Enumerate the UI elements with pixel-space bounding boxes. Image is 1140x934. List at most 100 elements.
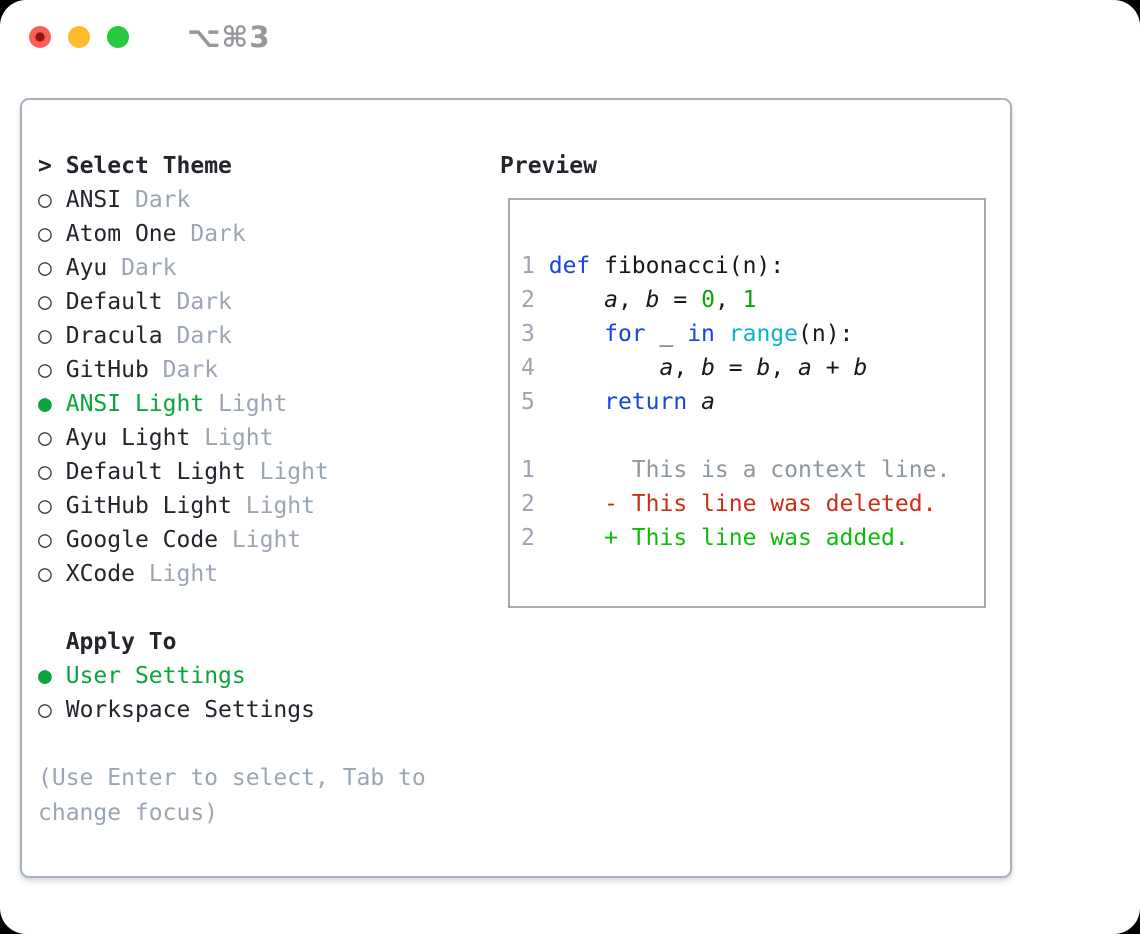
apply-option-label: User Settings xyxy=(65,663,246,689)
diff-line-ctx: 1 This is a context line. xyxy=(521,453,950,487)
diff-text: This is a context line. xyxy=(548,457,951,483)
line-number: 1 xyxy=(521,457,535,483)
zoom-button[interactable] xyxy=(107,26,129,48)
radio-icon: ○ xyxy=(38,187,52,213)
radio-icon: ○ xyxy=(38,357,52,383)
code-line-2: 2 a, b = 0, 1 xyxy=(521,283,950,317)
code-token xyxy=(549,389,604,415)
radio-icon: ○ xyxy=(38,323,52,349)
theme-option-xcode[interactable]: ○ XCode Light xyxy=(38,557,458,591)
code-token: , xyxy=(714,287,743,313)
code-token: b xyxy=(756,355,771,381)
apply-to-title: Apply To xyxy=(65,629,177,655)
theme-name: ANSI xyxy=(65,187,122,213)
theme-picker-app: > Select Theme ○ ANSI Dark○ Atom One Dar… xyxy=(20,98,1012,878)
theme-option-ansi-light[interactable]: ● ANSI Light Light xyxy=(38,387,458,421)
radio-icon: ○ xyxy=(38,255,52,281)
theme-option-ayu[interactable]: ○ Ayu Dark xyxy=(38,251,458,285)
diff-text: - This line was deleted. xyxy=(548,491,937,517)
select-theme-header: > Select Theme xyxy=(38,149,458,183)
diff-text: + This line was added. xyxy=(548,525,909,551)
diff-line-del: 2 - This line was deleted. xyxy=(521,487,950,521)
code-token: , xyxy=(673,355,702,381)
theme-name: Atom One xyxy=(65,221,177,247)
theme-variant-tag: Dark xyxy=(134,187,191,213)
code-token: (n): xyxy=(798,321,854,347)
minimize-button[interactable] xyxy=(68,26,90,48)
code-token xyxy=(549,287,604,313)
apply-option-user-settings[interactable]: ● User Settings xyxy=(38,659,458,693)
theme-option-atom-one[interactable]: ○ Atom One Dark xyxy=(38,217,458,251)
theme-option-default-light[interactable]: ○ Default Light Light xyxy=(38,455,458,489)
radio-icon: ○ xyxy=(38,425,52,451)
theme-variant-tag: Dark xyxy=(176,323,232,349)
apply-option-workspace-settings[interactable]: ○ Workspace Settings xyxy=(38,693,458,727)
theme-option-github[interactable]: ○ GitHub Dark xyxy=(38,353,458,387)
theme-name: Google Code xyxy=(65,527,219,553)
theme-variant-tag: Light xyxy=(218,391,288,417)
theme-variant-tag: Dark xyxy=(190,221,246,247)
code-token xyxy=(549,355,660,381)
code-token: for xyxy=(604,321,646,347)
code-token xyxy=(687,389,701,415)
theme-name: ANSI Light xyxy=(65,391,205,417)
selected-radio-icon: ● xyxy=(38,663,52,689)
theme-option-github-light[interactable]: ○ GitHub Light Light xyxy=(38,489,458,523)
close-button[interactable] xyxy=(29,26,51,48)
code-token: a xyxy=(659,355,674,381)
theme-name: GitHub xyxy=(65,357,149,383)
code-token: 0 xyxy=(701,287,715,313)
theme-name: GitHub Light xyxy=(65,493,232,519)
theme-option-google-code[interactable]: ○ Google Code Light xyxy=(38,523,458,557)
code-line-1: 1 def fibonacci(n): xyxy=(521,249,950,283)
line-number: 3 xyxy=(521,321,535,347)
code-line-4: 4 a, b = b, a + b xyxy=(521,351,950,385)
theme-variant-tag: Dark xyxy=(176,289,232,315)
select-theme-title: Select Theme xyxy=(65,153,232,179)
help-text: (Use Enter to select, Tab to change focu… xyxy=(38,765,426,826)
spacer xyxy=(521,419,950,453)
code-line-5: 5 return a xyxy=(521,385,950,419)
radio-icon: ○ xyxy=(38,493,52,519)
radio-icon: ○ xyxy=(38,289,52,315)
code-token: fibonacci(n): xyxy=(590,253,785,279)
theme-variant-tag: Light xyxy=(245,493,315,519)
code-token: b xyxy=(853,355,868,381)
radio-icon: ○ xyxy=(38,697,52,723)
radio-icon: ○ xyxy=(38,459,52,485)
preview-title: Preview xyxy=(500,153,597,179)
theme-option-dracula[interactable]: ○ Dracula Dark xyxy=(38,319,458,353)
apply-to-list: ● User Settings○ Workspace Settings xyxy=(38,659,458,727)
left-column: > Select Theme ○ ANSI Dark○ Atom One Dar… xyxy=(38,149,458,830)
theme-name: Ayu xyxy=(65,255,108,281)
code-token: in xyxy=(687,321,715,347)
apply-option-label: Workspace Settings xyxy=(65,697,315,723)
theme-name: Ayu Light xyxy=(65,425,191,451)
code-token: 1 xyxy=(742,287,757,313)
theme-variant-tag: Light xyxy=(259,459,329,485)
theme-name: Default Light xyxy=(65,459,246,485)
theme-variant-tag: Light xyxy=(204,425,274,451)
apply-to-header: Apply To xyxy=(38,625,458,659)
theme-name: Default xyxy=(65,289,163,315)
theme-option-ayu-light[interactable]: ○ Ayu Light Light xyxy=(38,421,458,455)
spacer xyxy=(38,591,458,625)
code-token: = xyxy=(714,355,757,381)
code-token: + xyxy=(811,355,854,381)
code-token: b xyxy=(645,287,660,313)
code-token: = xyxy=(659,287,702,313)
line-number: 4 xyxy=(521,355,535,381)
titlebar: ⌥⌘3 xyxy=(29,23,271,52)
line-number: 2 xyxy=(521,287,535,313)
line-number: 1 xyxy=(521,253,535,279)
theme-option-ansi[interactable]: ○ ANSI Dark xyxy=(38,183,458,217)
theme-option-default[interactable]: ○ Default Dark xyxy=(38,285,458,319)
code-token xyxy=(549,321,604,347)
line-number: 2 xyxy=(521,491,535,517)
theme-variant-tag: Light xyxy=(148,561,219,587)
code-token: return xyxy=(604,389,688,415)
code-token: a xyxy=(798,355,812,381)
theme-name: Dracula xyxy=(65,323,163,349)
